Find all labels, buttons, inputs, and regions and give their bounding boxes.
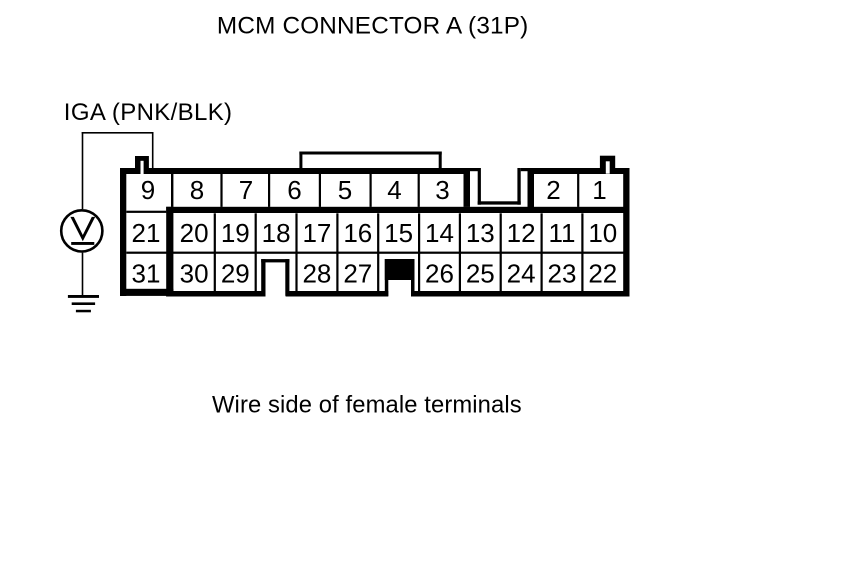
svg-text:IGA (PNK/BLK): IGA (PNK/BLK) [64, 99, 233, 126]
svg-text:23: 23 [548, 258, 577, 288]
svg-text:22: 22 [588, 258, 617, 288]
svg-text:8: 8 [190, 175, 204, 205]
svg-text:24: 24 [507, 258, 536, 288]
svg-text:MCM CONNECTOR A (31P): MCM CONNECTOR A (31P) [217, 13, 529, 40]
svg-text:1: 1 [592, 175, 606, 205]
svg-text:3: 3 [435, 175, 449, 205]
svg-text:12: 12 [507, 218, 536, 248]
svg-text:30: 30 [180, 258, 209, 288]
svg-text:4: 4 [387, 175, 401, 205]
svg-text:2: 2 [546, 175, 560, 205]
svg-text:25: 25 [466, 258, 495, 288]
svg-text:9: 9 [141, 175, 155, 205]
svg-text:5: 5 [338, 175, 352, 205]
svg-text:21: 21 [132, 218, 161, 248]
svg-text:6: 6 [287, 175, 301, 205]
svg-text:26: 26 [425, 258, 454, 288]
svg-text:7: 7 [239, 175, 253, 205]
svg-text:20: 20 [180, 218, 209, 248]
svg-text:18: 18 [262, 218, 291, 248]
svg-text:15: 15 [384, 218, 413, 248]
svg-text:27: 27 [343, 258, 372, 288]
svg-text:29: 29 [221, 258, 250, 288]
svg-text:17: 17 [302, 218, 331, 248]
svg-text:11: 11 [549, 218, 576, 248]
svg-text:28: 28 [302, 258, 331, 288]
svg-text:16: 16 [343, 218, 372, 248]
svg-text:19: 19 [221, 218, 250, 248]
svg-text:14: 14 [425, 218, 454, 248]
svg-text:10: 10 [588, 218, 617, 248]
svg-text:13: 13 [466, 218, 495, 248]
svg-text:31: 31 [132, 258, 161, 288]
svg-text:Wire side of female terminals: Wire side of female terminals [212, 391, 522, 418]
